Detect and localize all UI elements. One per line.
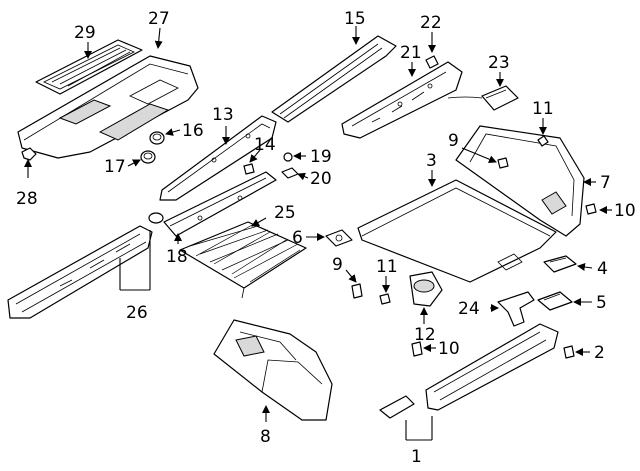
callout-14: 14	[254, 135, 276, 155]
part-23-module	[447, 85, 519, 111]
part-5-cover	[537, 291, 573, 311]
part-4-cover	[543, 255, 577, 273]
part-16-plug	[149, 131, 165, 145]
callout-17: 17	[104, 157, 126, 177]
part-1-sill-plate	[379, 323, 559, 419]
part-15-cover-panel	[271, 35, 397, 123]
callout-13: 13	[212, 105, 234, 125]
part-26-side-rail	[7, 212, 164, 319]
part-19-clip	[283, 152, 293, 162]
part-11-clip-lower	[379, 293, 391, 305]
part-6-hook	[325, 229, 353, 247]
part-28-clip	[21, 147, 37, 161]
part-13-side-panel	[159, 115, 277, 201]
part-9-fastener-upper	[497, 157, 509, 169]
callout-1: 1	[411, 447, 422, 467]
callout-28: 28	[16, 189, 38, 209]
callout-29: 29	[74, 23, 96, 43]
callout-9-lower: 9	[332, 255, 343, 275]
callout-20: 20	[310, 169, 332, 189]
callout-25: 25	[274, 203, 296, 223]
callout-19: 19	[310, 147, 332, 167]
callout-24: 24	[458, 299, 480, 319]
leader-lines	[24, 26, 612, 441]
part-18-trim-bar	[163, 171, 277, 237]
callout-23: 23	[488, 53, 510, 73]
part-8-side-trim	[213, 319, 333, 421]
part-14-clip	[243, 163, 255, 175]
callout-16: 16	[182, 121, 204, 141]
part-12-cup-holder	[409, 271, 443, 307]
callout-8: 8	[260, 427, 271, 447]
callout-21: 21	[400, 43, 422, 63]
part-17-plug	[140, 150, 156, 164]
callout-15: 15	[344, 9, 366, 29]
part-22-fastener	[425, 55, 439, 69]
callout-10-right: 10	[614, 201, 636, 221]
part-10-fastener-right	[585, 203, 597, 215]
part-3-floor-cover	[357, 179, 557, 283]
part-11-clip-upper	[537, 135, 549, 147]
part-24-strap-hook	[497, 291, 535, 327]
part-20-clip	[281, 167, 299, 179]
callout-3: 3	[426, 151, 437, 171]
part-2-clip	[563, 345, 575, 359]
part-9-fastener-lower	[351, 283, 363, 299]
callout-4: 4	[597, 259, 608, 279]
callout-7: 7	[600, 173, 611, 193]
part-7-side-trim	[455, 125, 585, 237]
callout-10-lower: 10	[438, 339, 460, 359]
callout-labels: 1 2 3 4 5 6 7 8 9 9 10 10 11 11 12 13 14…	[16, 9, 636, 467]
callout-9-upper: 9	[448, 131, 459, 151]
callout-18: 18	[166, 247, 188, 267]
callout-22: 22	[420, 13, 442, 33]
callout-11-lower: 11	[376, 257, 398, 277]
part-25-cargo-net	[179, 221, 307, 299]
part-10-fastener-lower	[411, 341, 423, 357]
callout-5: 5	[596, 293, 607, 313]
part-21-floor-support	[341, 61, 463, 139]
part-27-package-tray	[17, 55, 199, 159]
callout-27: 27	[148, 9, 170, 29]
callout-11-upper: 11	[532, 99, 554, 119]
callout-2: 2	[594, 343, 605, 363]
callout-6: 6	[292, 228, 303, 248]
callout-26: 26	[126, 303, 148, 323]
callout-12: 12	[414, 325, 436, 345]
